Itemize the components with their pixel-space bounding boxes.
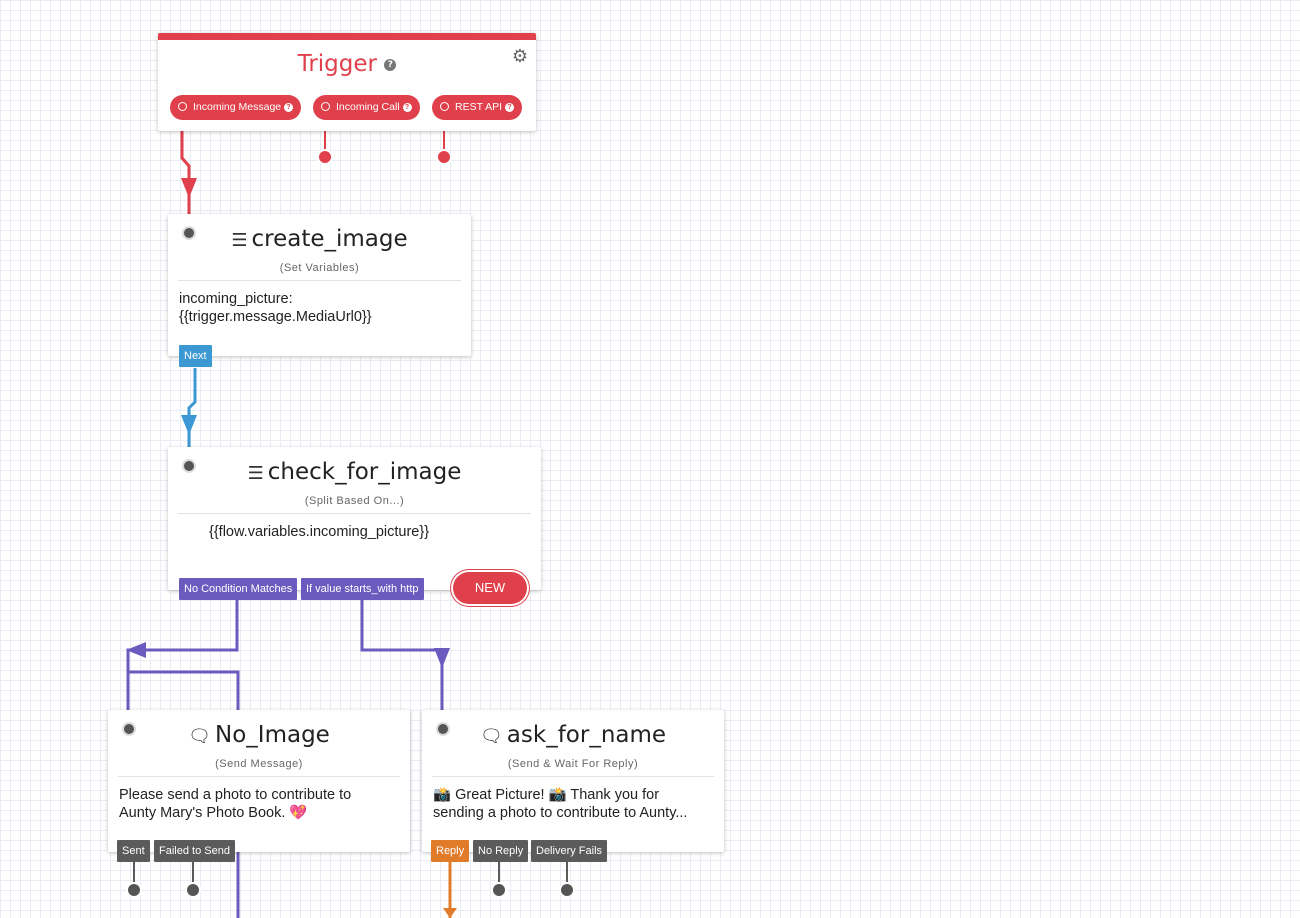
widget-body: {{flow.variables.incoming_picture}} (209, 524, 430, 540)
inport-handle[interactable] (182, 459, 196, 473)
transition-starts-with-http[interactable]: If value starts_with http (301, 578, 424, 600)
divider (178, 280, 461, 281)
widget-create-image[interactable]: ☰create_image (Set Variables) incoming_p… (168, 214, 471, 356)
widget-body: Please send a photo to contribute to Aun… (119, 787, 352, 821)
wire-arrow-create-image (181, 178, 197, 198)
widget-body: incoming_picture: {{trigger.message.Medi… (179, 291, 372, 325)
inport-handle[interactable] (182, 226, 196, 240)
port-dot-incoming-call (317, 149, 333, 165)
widget-title: ☰create_image (168, 226, 471, 252)
wire-arrow-ask-for-name (434, 648, 450, 668)
split-icon: ☰ (247, 463, 264, 484)
wire-arrow-no-condition (126, 642, 146, 658)
widget-type: (Send & Wait For Reply) (507, 758, 639, 770)
inport-handle[interactable] (436, 722, 450, 736)
transition-no-condition-matches[interactable]: No Condition Matches (179, 578, 298, 600)
port-ring-icon (178, 102, 187, 111)
trigger-port-incoming-message[interactable]: Incoming Message ? (170, 95, 302, 120)
help-icon[interactable]: ? (284, 102, 294, 112)
widget-type: (Set Variables) (279, 262, 360, 274)
widget-name: ask_for_name (506, 722, 667, 748)
wire-next (187, 368, 197, 448)
trigger-port-rest-api[interactable]: REST API ? (432, 95, 522, 120)
widget-type: (Send Message) (215, 758, 303, 770)
help-icon[interactable]: ? (505, 102, 514, 112)
split-icon: ☰ (231, 230, 248, 251)
wire-starts-with (360, 600, 444, 710)
widget-name: No_Image (215, 722, 330, 748)
help-icon[interactable]: ? (384, 58, 397, 71)
port-ring-icon (440, 102, 449, 111)
divider (432, 776, 714, 777)
transition-delivery-fails[interactable]: Delivery Fails (531, 840, 608, 862)
port-dot-no-reply (491, 882, 507, 898)
widget-title: 🗨No_Image (108, 722, 410, 748)
transition-reply[interactable]: Reply (431, 840, 470, 862)
widget-name: create_image (251, 226, 408, 252)
wire-arrow-check-for-image (181, 415, 197, 435)
port-dot-sent (126, 882, 142, 898)
new-transition-button[interactable]: NEW (453, 572, 527, 604)
port-label: REST API (455, 101, 503, 113)
trigger-port-incoming-call[interactable]: Incoming Call ? (313, 95, 420, 120)
transition-next[interactable]: Next (179, 345, 212, 367)
widget-body: 📸 Great Picture! 📸 Thank you for sending… (433, 787, 688, 821)
widget-type: (Split Based On...) (304, 495, 405, 507)
widget-title: 🗨ask_for_name (422, 722, 724, 748)
transition-sent[interactable]: Sent (117, 840, 150, 862)
port-dot-rest-api (436, 149, 452, 165)
wire-arrow-reply (443, 908, 457, 918)
message-icon: 🗨 (188, 726, 212, 747)
widget-no-image[interactable]: 🗨No_Image (Send Message) Please send a p… (108, 710, 410, 852)
port-label: Incoming Message (193, 101, 282, 113)
transition-no-reply[interactable]: No Reply (473, 840, 529, 862)
help-icon[interactable]: ? (402, 102, 412, 112)
inport-handle[interactable] (122, 722, 136, 736)
widget-ask-for-name[interactable]: 🗨ask_for_name (Send & Wait For Reply) 📸 … (422, 710, 724, 852)
widget-name: check_for_image (267, 459, 462, 485)
port-dot-failed (185, 882, 201, 898)
port-ring-icon (321, 102, 330, 111)
widget-check-for-image[interactable]: ☰check_for_image (Split Based On...) {{f… (168, 447, 541, 590)
message-icon: 🗨 (479, 726, 503, 747)
transition-failed-to-send[interactable]: Failed to Send (154, 840, 235, 862)
trigger-widget[interactable]: Trigger ? ⚙ Incoming Message ? Incoming … (158, 33, 536, 131)
divider (178, 513, 531, 514)
port-label: Incoming Call (336, 101, 400, 113)
gears-icon[interactable]: ⚙ (511, 46, 528, 66)
port-dot-delivery-fails (559, 882, 575, 898)
trigger-title: Trigger ? (158, 51, 536, 77)
wire-no-condition (126, 600, 239, 710)
trigger-title-text: Trigger (297, 51, 377, 77)
divider (118, 776, 400, 777)
widget-title: ☰check_for_image (168, 459, 541, 485)
